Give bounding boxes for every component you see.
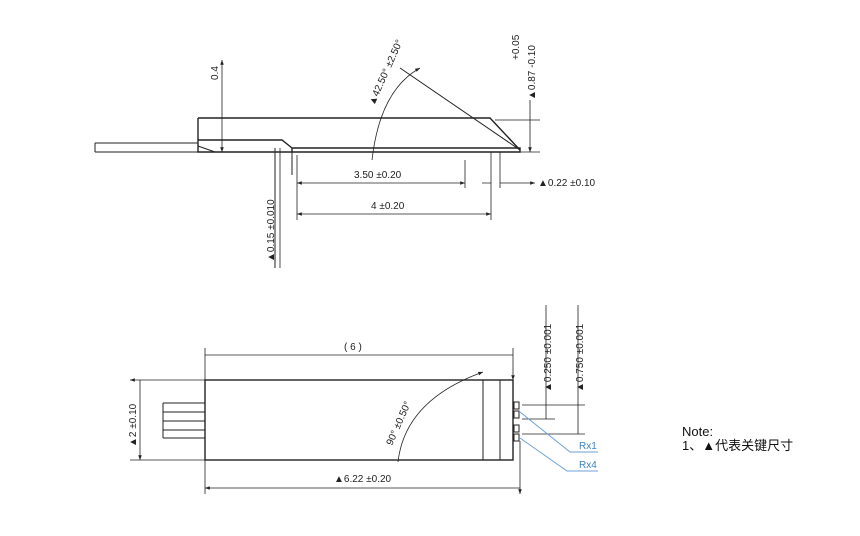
side-body-outline (197, 117, 521, 153)
top-end-lines (482, 380, 501, 460)
dim-6-22-line (205, 441, 520, 494)
rx1-label: Rx1 (579, 441, 597, 452)
dim-0-22-label: ▲0.22 ±0.10 (538, 178, 596, 189)
side-fiber (94, 142, 198, 153)
side-view: 0.4 ▲42.50° ±2.50° ▲0.87 -0.10 +0.05 3.5… (94, 34, 596, 268)
top-body-outline (204, 379, 514, 461)
dim-6-line (204, 348, 513, 380)
dim-3-50-label: 3.50 ±0.20 (354, 170, 402, 181)
note-block: Note: 1、▲代表关键尺寸 (682, 425, 793, 453)
top-view: ( 6 ) 90° ±0.50° ▲2 ±0.10 ▲6.22 ±0.20 ▲0… (128, 305, 598, 494)
dim-6-label: ( 6 ) (344, 342, 362, 353)
dim-0-4-label: 0.4 (210, 66, 221, 80)
dim-height-line (495, 100, 540, 152)
top-pads (513, 401, 520, 442)
dim-ext-lines (296, 152, 501, 220)
dim-2-line (130, 380, 205, 460)
dim-4-label: 4 ±0.20 (371, 201, 405, 212)
rx4-label: Rx4 (579, 460, 597, 471)
dim-6-22-label: ▲6.22 ±0.20 (334, 474, 392, 485)
side-step (274, 148, 293, 268)
dim-90-arc (397, 371, 484, 463)
note-line-1: 1、▲代表关键尺寸 (682, 438, 794, 453)
dim-height-label: ▲0.87 -0.10 (527, 45, 538, 100)
dim-90-label: 90° ±0.50° (385, 400, 414, 447)
dim-pad-lines (522, 305, 585, 435)
note-title: Note: (682, 424, 714, 439)
dim-0-15-label: ▲0.15 ±0.010 (266, 199, 277, 262)
side-angle-guide (399, 67, 521, 151)
dim-height-tol: +0.05 (511, 34, 522, 60)
dim-angle-label: ▲42.50° ±2.50° (367, 38, 406, 107)
dim-2-label: ▲2 ±0.10 (128, 403, 139, 447)
rx4-leader (519, 437, 598, 472)
top-fiber-ribbon (162, 402, 205, 439)
dim-angle-arc (371, 67, 421, 161)
rx1-leader (519, 411, 598, 453)
side-chamfer-edge (197, 139, 282, 153)
dim-0-250-label: ▲0.250 ±0.001 (543, 323, 554, 392)
dim-0-750-label: ▲0.750 ±0.001 (575, 323, 586, 392)
